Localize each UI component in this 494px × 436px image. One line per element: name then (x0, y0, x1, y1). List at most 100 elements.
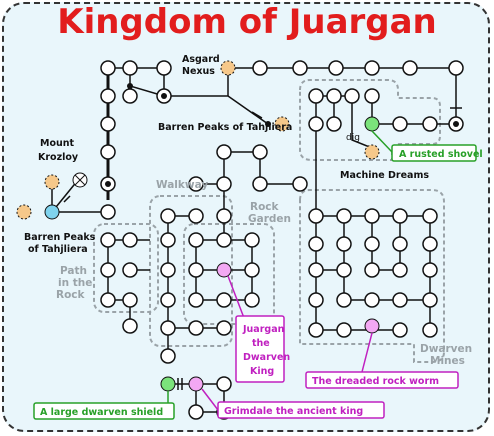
exit-node-barren-peaks-left[interactable] (16, 204, 32, 220)
room-node[interactable] (392, 262, 408, 278)
room-node[interactable] (422, 236, 438, 252)
item-box-shield[interactable] (33, 402, 175, 420)
room-node[interactable] (364, 262, 380, 278)
room-node[interactable] (336, 262, 352, 278)
room-node[interactable] (308, 262, 324, 278)
room-node[interactable] (216, 292, 232, 308)
room-node[interactable] (100, 144, 116, 160)
room-node[interactable] (216, 232, 232, 248)
room-node[interactable] (336, 322, 352, 338)
room-node[interactable] (122, 232, 138, 248)
room-node[interactable] (392, 208, 408, 224)
room-node[interactable] (122, 262, 138, 278)
room-node[interactable] (244, 292, 260, 308)
room-node[interactable] (160, 320, 176, 336)
room-node[interactable] (188, 320, 204, 336)
room-node[interactable] (100, 262, 116, 278)
exit-node-dig[interactable] (364, 144, 380, 160)
room-node[interactable] (422, 292, 438, 308)
npc-box-juargan[interactable] (235, 315, 285, 383)
room-node[interactable] (100, 232, 116, 248)
room-node[interactable] (216, 320, 232, 336)
room-node[interactable] (160, 232, 176, 248)
room-node[interactable] (100, 204, 116, 220)
room-node[interactable] (402, 60, 418, 76)
room-node[interactable] (244, 232, 260, 248)
exit-node-mount-krozloy[interactable] (44, 174, 60, 190)
room-node[interactable] (252, 60, 268, 76)
room-node[interactable] (100, 88, 116, 104)
room-node[interactable] (100, 116, 116, 132)
room-node[interactable] (122, 318, 138, 334)
exit-node-barren-peaks-top[interactable] (274, 116, 290, 132)
room-node[interactable] (364, 236, 380, 252)
room-node[interactable] (252, 176, 268, 192)
room-node[interactable] (188, 232, 204, 248)
room-node[interactable] (392, 322, 408, 338)
start-node[interactable] (44, 204, 60, 220)
item-node-shovel[interactable] (364, 116, 380, 132)
room-node[interactable] (364, 88, 380, 104)
room-node[interactable] (336, 208, 352, 224)
area-label-rock-1: Rock (250, 201, 280, 213)
room-node[interactable] (448, 60, 464, 76)
room-node[interactable] (100, 292, 116, 308)
room-node[interactable] (326, 88, 342, 104)
room-node[interactable] (364, 292, 380, 308)
room-node[interactable] (326, 116, 342, 132)
room-node[interactable] (392, 116, 408, 132)
room-node[interactable] (344, 88, 360, 104)
room-node[interactable] (216, 176, 232, 192)
item-node-shield[interactable] (160, 376, 176, 392)
room-node[interactable] (422, 208, 438, 224)
room-node[interactable] (252, 144, 268, 160)
room-node[interactable] (292, 176, 308, 192)
room-node[interactable] (122, 60, 138, 76)
marker-dot (265, 121, 271, 127)
room-node[interactable] (156, 60, 172, 76)
room-node[interactable] (308, 116, 324, 132)
room-node[interactable] (308, 208, 324, 224)
room-node[interactable] (188, 292, 204, 308)
room-node[interactable] (188, 208, 204, 224)
room-node[interactable] (336, 236, 352, 252)
npc-box-grimdale[interactable] (217, 401, 385, 419)
room-node[interactable] (122, 292, 138, 308)
blocked-node (72, 172, 88, 188)
room-node[interactable] (308, 88, 324, 104)
room-node[interactable] (188, 262, 204, 278)
room-node[interactable] (422, 262, 438, 278)
room-node[interactable] (216, 376, 232, 392)
item-box-shovel[interactable] (391, 144, 477, 162)
room-node[interactable] (336, 292, 352, 308)
room-node[interactable] (328, 60, 344, 76)
room-node[interactable] (308, 236, 324, 252)
room-node[interactable] (392, 292, 408, 308)
room-node[interactable] (292, 60, 308, 76)
room-node[interactable] (188, 176, 204, 192)
room-node[interactable] (308, 292, 324, 308)
room-node[interactable] (308, 322, 324, 338)
room-node[interactable] (364, 60, 380, 76)
npc-node-grimdale[interactable] (188, 376, 204, 392)
room-node[interactable] (160, 292, 176, 308)
room-node[interactable] (244, 262, 260, 278)
room-node[interactable] (160, 348, 176, 364)
label-barren-peaks-left-2: of Tahjliera (28, 244, 88, 255)
npc-node-juargan[interactable] (216, 262, 232, 278)
npc-box-rock-worm[interactable] (305, 371, 459, 389)
room-node[interactable] (392, 236, 408, 252)
room-node[interactable] (160, 208, 176, 224)
room-node[interactable] (422, 322, 438, 338)
room-node[interactable] (188, 404, 204, 420)
room-node[interactable] (122, 88, 138, 104)
room-node[interactable] (364, 208, 380, 224)
exit-node-asgard[interactable] (220, 60, 236, 76)
room-node[interactable] (422, 116, 438, 132)
room-node[interactable] (100, 60, 116, 76)
npc-node-rock-worm[interactable] (364, 318, 380, 334)
room-node[interactable] (160, 262, 176, 278)
room-node[interactable] (216, 208, 232, 224)
room-node[interactable] (216, 144, 232, 160)
